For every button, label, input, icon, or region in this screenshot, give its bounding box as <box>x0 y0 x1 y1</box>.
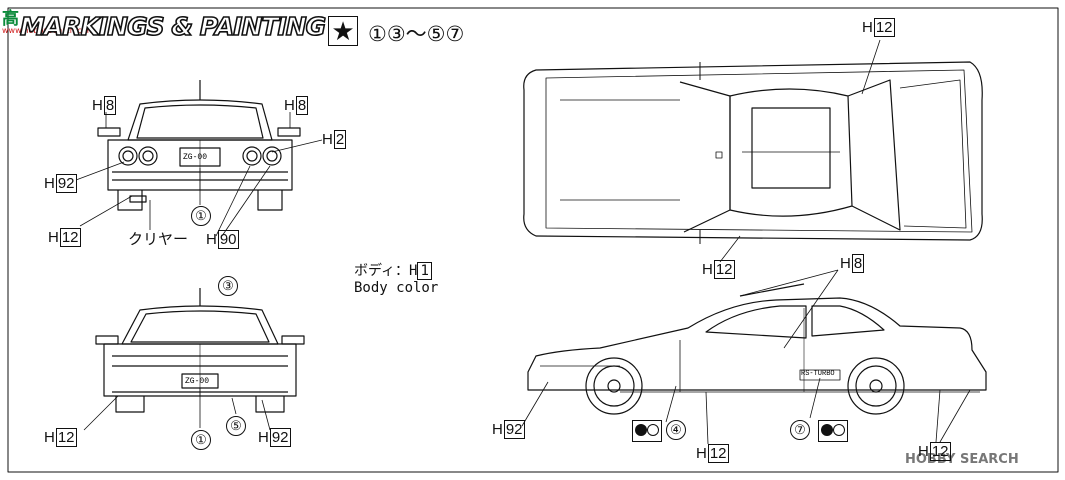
front-step-5: ⑤ <box>226 416 246 436</box>
decal-dot-black <box>635 424 647 436</box>
top-view-car <box>523 61 983 244</box>
watermark-logo: 高 <box>2 9 20 29</box>
front-step-1: ① <box>191 430 211 450</box>
side-step-7: ⑦ <box>790 420 810 440</box>
decal-dot-white <box>833 424 845 436</box>
step-list: ①③～⑤⑦ <box>368 22 465 46</box>
decal-dot-black <box>821 424 833 436</box>
star-icon: ★ <box>331 16 355 46</box>
sheet-border <box>7 7 1059 473</box>
page-title: MARKINGS & PAINTING <box>19 11 327 42</box>
decal-dot-white <box>647 424 659 436</box>
rear-label-clear: クリヤー <box>128 231 189 248</box>
rear-plate-text: ZG-00 <box>183 153 208 162</box>
front-view-car <box>95 288 305 413</box>
watermark-hobbysearch: HOBBY SEARCH <box>905 452 1019 467</box>
rear-view-car <box>97 80 301 211</box>
side-badge-text: RS-TURBO <box>801 370 835 378</box>
decal-chip-4 <box>632 420 662 442</box>
watermark-url: www.hobbysearch.com <box>2 26 95 35</box>
front-step-3: ③ <box>218 276 238 296</box>
rear-step-1: ① <box>191 206 211 226</box>
decal-chip-7 <box>818 420 848 442</box>
side-step-4: ④ <box>666 420 686 440</box>
star-box: ★ <box>328 16 358 46</box>
body-color-note-en: Body color <box>354 280 439 296</box>
front-plate-text: ZG-00 <box>185 377 210 386</box>
side-view-car <box>527 283 987 393</box>
side-view-wheels <box>585 357 905 415</box>
